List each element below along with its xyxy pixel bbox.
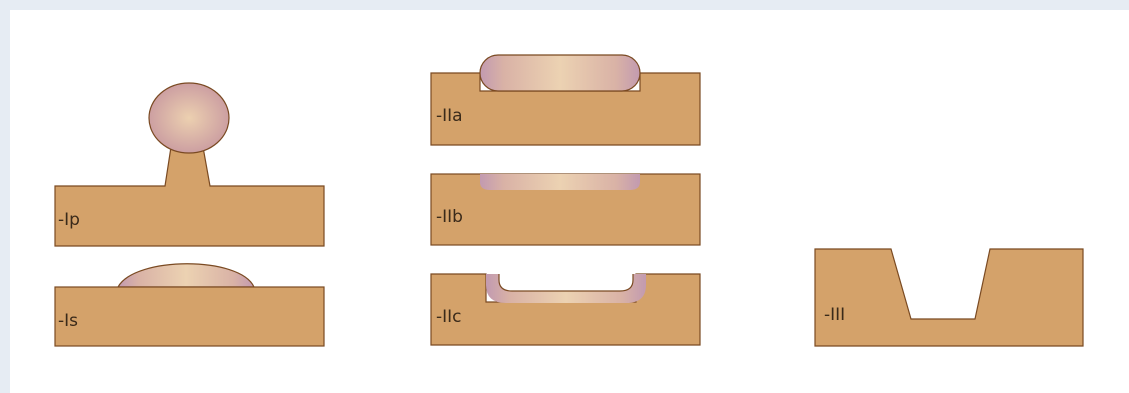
iib-label: -IIb [436, 207, 463, 227]
iii-tissue-block [814, 248, 1084, 347]
ip-polyp-head [148, 82, 230, 154]
iic-depression-outline [498, 274, 634, 292]
type-is-figure: -Is [54, 263, 325, 347]
ip-label: -Ip [58, 210, 80, 230]
iic-label: -IIc [436, 307, 462, 327]
is-label: -Is [58, 311, 78, 331]
type-iic-figure: -IIc [430, 273, 701, 346]
ip-tissue-block [54, 146, 325, 247]
iic-lesion [486, 274, 646, 303]
type-iia-figure: -IIa [430, 54, 701, 146]
iib-lesion [480, 174, 640, 190]
iic-tissue-block [430, 273, 701, 346]
iia-label: -IIa [436, 106, 463, 126]
is-polyp [116, 263, 255, 288]
is-tissue-block [54, 286, 325, 347]
iii-label: -III [824, 305, 845, 325]
type-iii-figure: -III [814, 248, 1084, 347]
type-ip-figure: -Ip [54, 82, 325, 247]
type-iib-figure: -IIb [430, 173, 701, 246]
iia-lesion [479, 54, 641, 92]
